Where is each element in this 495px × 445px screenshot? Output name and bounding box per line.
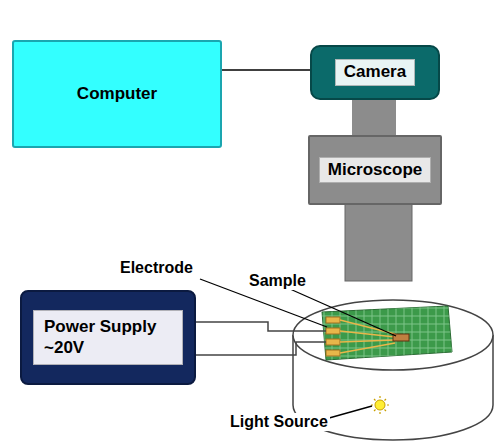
component-box: Computer [12,40,222,148]
connector-line [222,70,310,71]
electrode-pad [326,350,340,356]
component-label: Camera [335,59,415,85]
light-bulb [371,396,389,414]
board-traces [322,306,452,360]
component-box: Microscope [308,135,442,205]
component-box: Camera [310,45,440,100]
microscope-neck [352,98,396,138]
electrode-leads [340,320,395,353]
electrode-pad [326,317,340,323]
component-label: Power Supply ~20V [33,310,183,365]
part-label: Electrode [118,259,195,277]
supply-wire [196,322,326,331]
component-label: Computer [77,84,157,104]
component-label: Microscope [319,157,431,183]
part-label: Sample [247,272,308,290]
circuit-board [322,306,452,360]
electrode-pad [326,328,340,334]
electrode-pad [326,339,340,345]
leader-line [290,289,396,336]
objective-tube [345,203,412,281]
part-label: Light Source [228,413,330,431]
supply-wire [196,342,326,355]
component-box: Power Supply ~20V [20,290,196,385]
